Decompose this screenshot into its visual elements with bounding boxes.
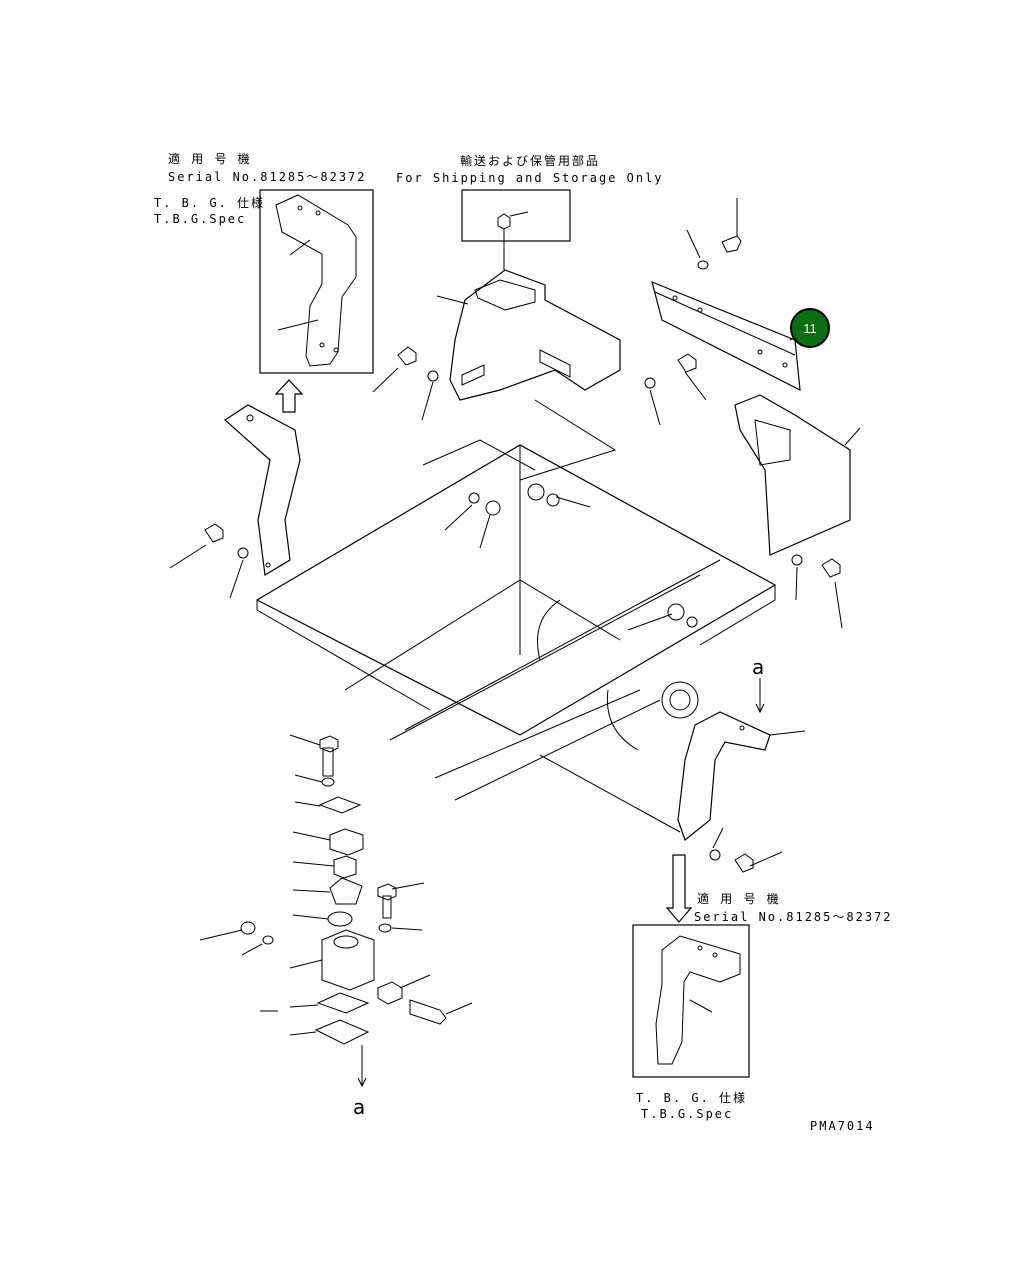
right-tbg-spec-label: T.B.G.Spec	[641, 1107, 734, 1121]
shipping-en-label: For Shipping and Storage Only	[396, 171, 664, 185]
mount-stack	[199, 734, 473, 1088]
right-side-bracket	[734, 394, 861, 556]
up-arrow-icon	[274, 379, 304, 413]
right-serial-jp-label: 適 用 号 機	[697, 892, 781, 906]
reference-a-top: a	[752, 655, 765, 679]
reference-a-bottom: a	[353, 1095, 366, 1119]
right-tbg-inset	[632, 924, 750, 1078]
drawing-code: PMA7014	[810, 1119, 875, 1133]
part-callout-11[interactable]: 11	[790, 308, 830, 348]
right-plate	[651, 280, 811, 392]
lower-right-bracket	[677, 711, 806, 841]
down-arrow-icon	[665, 854, 693, 923]
left-tbg-jp-label: T. B. G. 仕様	[154, 196, 266, 210]
left-serial-number-label: Serial No.81285～82372	[168, 170, 367, 184]
fasteners	[169, 198, 843, 873]
left-side-bracket	[224, 404, 301, 576]
right-tbg-jp-label: T. B. G. 仕様	[636, 1091, 748, 1105]
shipping-jp-label: 輸送および保管用部品	[460, 154, 601, 168]
right-serial-number-label: Serial No.81285～82372	[694, 910, 893, 924]
main-frame	[255, 399, 777, 833]
left-tbg-spec-label: T.B.G.Spec	[154, 212, 247, 226]
left-serial-jp-label: 適 用 号 機	[168, 152, 252, 166]
shipping-part-box	[461, 189, 571, 270]
upper-bracket	[436, 269, 621, 401]
left-tbg-inset	[259, 189, 374, 374]
